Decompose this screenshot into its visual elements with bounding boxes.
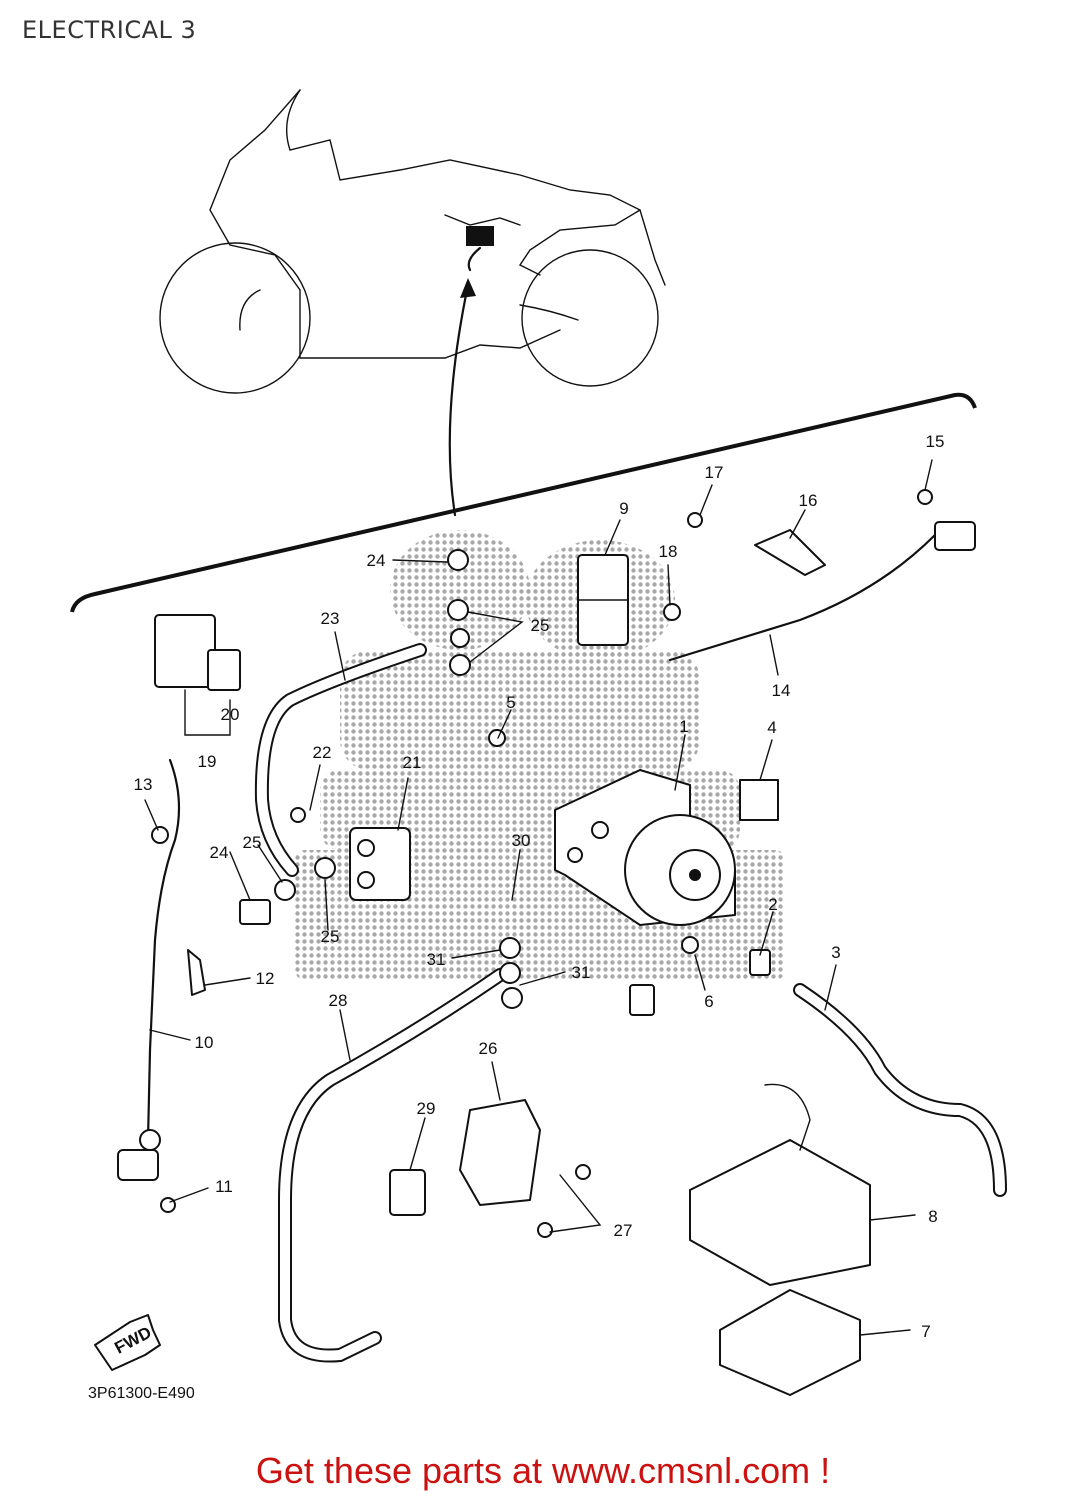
hose-joint-21 [349,827,411,901]
callout-c24a: 24 [367,551,386,570]
callout-c13: 13 [134,775,153,794]
callout-c8: 8 [928,1207,937,1226]
callout-c15: 15 [926,432,945,451]
sensor-lead-14 [668,533,937,662]
hose-3 [795,985,1005,1195]
callout-c30: 30 [512,831,531,850]
bracket-12 [187,949,206,996]
callout-c19: 19 [198,752,217,771]
callout-c28: 28 [329,991,348,1010]
callout-c24b: 24 [210,843,229,862]
brake-hose-23 [256,645,425,875]
callout-c6: 6 [704,992,713,1011]
callout-c2: 2 [768,895,777,914]
bracket-16 [754,529,826,576]
fwd-arrow: FWD [94,1314,161,1371]
motorcycle-outline [159,89,666,394]
arrow-head [460,278,476,298]
location-arrow [448,283,470,517]
abs-ecu-8 [689,1083,871,1286]
ecu-cover-7 [719,1289,861,1396]
callout-c26: 26 [479,1039,498,1058]
callout-c18: 18 [659,542,678,561]
callout-c23: 23 [321,609,340,628]
callout-c14: 14 [772,681,791,700]
callout-c21: 21 [403,753,422,772]
brake-hose-28 [280,970,505,1361]
callout-c3: 3 [831,943,840,962]
diagram-title: ELECTRICAL 3 [22,16,197,44]
callout-c17: 17 [705,463,724,482]
section-divider [70,392,977,613]
sensor-lead-10 [146,758,181,1142]
fasteners [151,489,933,1238]
callout-c7: 7 [921,1322,930,1341]
callout-c29: 29 [417,1099,436,1118]
callout-c5: 5 [506,693,515,712]
callout-c25a: 25 [531,616,550,635]
fuse-box-19 [154,614,241,691]
callout-c31a: 31 [427,950,446,969]
callout-c12: 12 [256,969,275,988]
abs-hydraulic-unit [554,769,736,926]
connector-4 [739,779,779,821]
callout-c20: 20 [221,705,240,724]
leader-lines [144,459,933,1336]
callout-c4: 4 [767,718,776,737]
callout-c10: 10 [195,1033,214,1052]
hose-joint-26 [459,1099,541,1206]
callout-labels: 1234567891011121314151617181920212223242… [134,432,945,1341]
clip-29 [389,1169,426,1216]
callout-c9: 9 [619,499,628,518]
callout-c16: 16 [799,491,818,510]
footer-link-text[interactable]: Get these parts at www.cmsnl.com ! [255,1450,831,1491]
callout-c1: 1 [679,717,688,736]
callout-c27: 27 [614,1221,633,1240]
callout-c11: 11 [215,1177,233,1196]
diagram-code: 3P61300-E490 [88,1385,195,1402]
callout-c31b: 31 [572,963,591,982]
callout-c25c: 25 [321,927,340,946]
callout-c25b: 25 [243,833,262,852]
callout-c22: 22 [313,743,332,762]
